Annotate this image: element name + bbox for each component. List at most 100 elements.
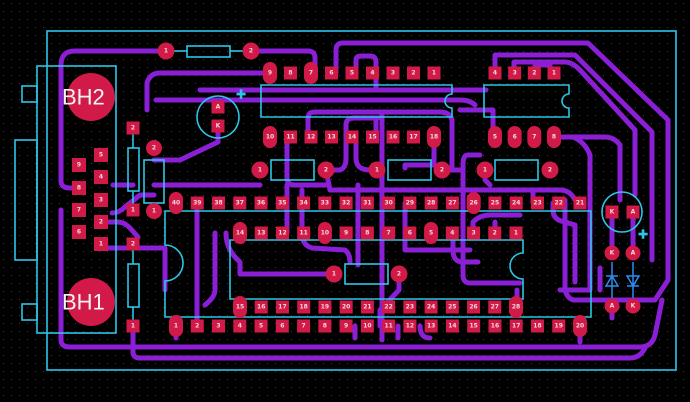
ic28-pin-28[interactable]: 28 (509, 296, 523, 318)
ic40-pin-39[interactable]: 39 (190, 196, 204, 210)
ic40-pin-9[interactable]: 9 (339, 319, 353, 333)
ic40-pin-24[interactable]: 24 (509, 196, 523, 210)
diode-2-pin-bottom[interactable]: K (625, 298, 641, 314)
db9-pin-8[interactable]: 8 (72, 181, 86, 195)
ic28-pin-4[interactable]: 4 (445, 226, 459, 240)
ic40-pin-30[interactable]: 30 (382, 196, 396, 210)
db9-pin-2[interactable]: 2 (94, 215, 108, 229)
ic-top-left-pin-6[interactable]: 6 (325, 66, 338, 80)
ic40-pin-10[interactable]: 10 (360, 319, 374, 333)
ic40-pin-13[interactable]: 13 (424, 319, 438, 333)
ic-top-left-pin-16[interactable]: 16 (386, 130, 400, 144)
ic40-pin-34[interactable]: 34 (297, 196, 311, 210)
ic40-pin-12[interactable]: 12 (403, 319, 417, 333)
ic-top-right-pin-4[interactable]: 4 (488, 66, 502, 80)
resistor-1-pin-2[interactable]: 2 (242, 42, 260, 60)
ic-top-left-pin-17[interactable]: 17 (407, 130, 420, 144)
resistor-4-pin-2[interactable]: 2 (541, 161, 559, 179)
vresistor-1-pin-2[interactable]: 2 (126, 121, 140, 135)
ic28-pin-2[interactable]: 2 (488, 226, 502, 240)
ic-top-left-pin-2[interactable]: 2 (407, 66, 420, 80)
ic28-pin-12[interactable]: 12 (275, 226, 289, 240)
ic40-pin-8[interactable]: 8 (318, 319, 332, 333)
ic40-pin-23[interactable]: 23 (530, 196, 544, 210)
resistor-3-pin-2[interactable]: 2 (433, 161, 451, 179)
ic-top-right-pin-5[interactable]: 5 (488, 126, 502, 148)
ic28-pin-25[interactable]: 25 (445, 300, 459, 314)
ic28-pin-11[interactable]: 11 (297, 226, 311, 240)
ic-top-left-pin-12[interactable]: 12 (304, 130, 318, 144)
ic40-pin-15[interactable]: 15 (467, 319, 481, 333)
ic-top-left-pin-10[interactable]: 10 (263, 126, 277, 148)
ic28-pin-5[interactable]: 5 (424, 222, 439, 244)
ic40-pin-20[interactable]: 20 (573, 315, 587, 337)
ic40-pin-37[interactable]: 37 (233, 196, 247, 210)
ic-top-left-pin-4[interactable]: 4 (366, 66, 379, 80)
db9-pin-5[interactable]: 5 (94, 148, 108, 162)
db9-pin-7[interactable]: 7 (72, 203, 86, 217)
ic-top-right-pin-6[interactable]: 6 (507, 126, 522, 148)
ic28-pin-19[interactable]: 19 (318, 300, 332, 314)
ic40-pin-32[interactable]: 32 (339, 196, 353, 210)
diode-2-pin-top[interactable]: A (625, 245, 641, 261)
ic28-pin-8[interactable]: 8 (360, 226, 374, 240)
resistor-2-pin-2[interactable]: 2 (317, 161, 335, 179)
ic-top-left-pin-8[interactable]: 8 (284, 66, 297, 80)
ic28-pin-6[interactable]: 6 (403, 226, 417, 240)
ic40-pin-29[interactable]: 29 (403, 196, 417, 210)
ic28-pin-1[interactable]: 1 (509, 226, 523, 240)
ic40-pin-11[interactable]: 11 (382, 319, 396, 333)
ic40-pin-1[interactable]: 1 (169, 315, 183, 337)
ic40-pin-40[interactable]: 40 (169, 192, 183, 214)
ic-top-left-pin-7[interactable]: 7 (304, 62, 318, 84)
ic28-pin-18[interactable]: 18 (297, 300, 311, 314)
ic-top-right-pin-3[interactable]: 3 (508, 66, 522, 80)
ic28-pin-21[interactable]: 21 (360, 300, 374, 314)
ic40-pin-28[interactable]: 28 (424, 196, 438, 210)
ic28-pin-13[interactable]: 13 (254, 226, 268, 240)
mount-hole-bh2[interactable]: BH2 (62, 73, 115, 121)
ic28-pin-16[interactable]: 16 (254, 300, 268, 314)
ic40-pin-31[interactable]: 31 (360, 196, 374, 210)
ic40-pin-5[interactable]: 5 (254, 319, 268, 333)
resistor-4-pin-1[interactable]: 1 (476, 161, 494, 179)
ic40-pin-6[interactable]: 6 (275, 319, 289, 333)
ic40-pin-17[interactable]: 17 (509, 319, 523, 333)
ic40-pin-36[interactable]: 36 (254, 196, 268, 210)
ic28-pin-3[interactable]: 3 (467, 226, 481, 240)
ic-top-left-pin-13[interactable]: 13 (325, 130, 338, 144)
ic40-pin-19[interactable]: 19 (552, 319, 566, 333)
ic40-pin-33[interactable]: 33 (318, 196, 332, 210)
ic28-pin-27[interactable]: 27 (488, 300, 502, 314)
ic28-pin-17[interactable]: 17 (275, 300, 289, 314)
ic28-pin-26[interactable]: 26 (467, 300, 481, 314)
ic40-pin-14[interactable]: 14 (445, 319, 459, 333)
diode-1-pin-bottom[interactable]: A (604, 298, 620, 314)
ic-top-left-pin-18[interactable]: 18 (427, 126, 441, 148)
led1-pin-k[interactable]: K (211, 119, 225, 133)
ic28-pin-10[interactable]: 10 (317, 222, 332, 244)
vresistor-2-pin-2[interactable]: 2 (126, 237, 140, 251)
ic-top-right-pin-1[interactable]: 1 (547, 66, 561, 80)
resistor-2-pin-1[interactable]: 1 (251, 161, 269, 179)
ic28-pin-24[interactable]: 24 (424, 300, 438, 314)
ic40-pin-3[interactable]: 3 (212, 319, 226, 333)
ic40-pin-38[interactable]: 38 (212, 196, 226, 210)
ic40-pin-25[interactable]: 25 (488, 196, 502, 210)
db9-pin-6[interactable]: 6 (72, 225, 86, 239)
ic40-pin-2[interactable]: 2 (190, 319, 204, 333)
ic28-pin-9[interactable]: 9 (339, 226, 353, 240)
ic-top-left-pin-1[interactable]: 1 (427, 66, 441, 80)
ic-top-right-pin-8[interactable]: 8 (547, 126, 561, 148)
ic40-pin-21[interactable]: 21 (573, 196, 587, 210)
resistor-3-pin-1[interactable]: 1 (368, 161, 386, 179)
db9-pin-4[interactable]: 4 (94, 170, 108, 184)
ic28-pin-14[interactable]: 14 (233, 222, 247, 244)
ic-top-left-pin-3[interactable]: 3 (386, 66, 400, 80)
ic40-pin-16[interactable]: 16 (488, 319, 502, 333)
ic-top-left-pin-15[interactable]: 15 (366, 130, 379, 144)
ic-top-left-pin-5[interactable]: 5 (345, 66, 359, 80)
ic40-pin-7[interactable]: 7 (297, 319, 311, 333)
vresistor-2-pin-1[interactable]: 1 (126, 319, 140, 333)
ic-top-right-pin-2[interactable]: 2 (527, 66, 541, 80)
